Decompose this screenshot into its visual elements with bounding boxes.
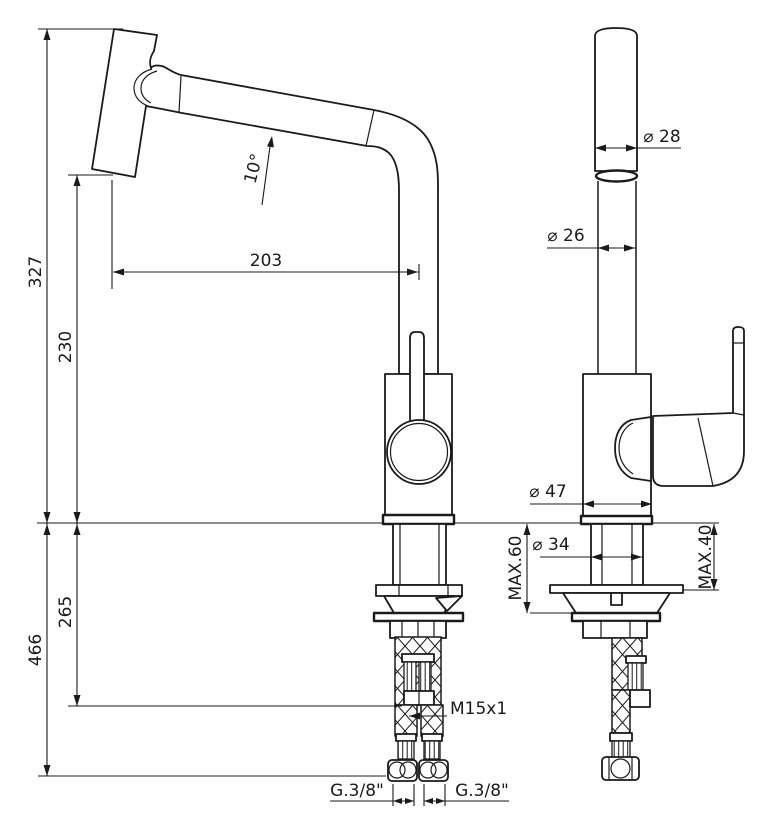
- supply-nut-right: [418, 759, 449, 782]
- ferrule-collar-front: [609, 732, 633, 742]
- supply-hose-right-braid: [420, 704, 444, 737]
- horseshoe-washer-front: [570, 611, 662, 623]
- shank-side: [392, 523, 447, 586]
- hose-connector-block-front: [629, 689, 651, 708]
- locknut-facets-side: [401, 621, 435, 638]
- braided-hose-front-lower: [611, 689, 631, 734]
- base-plate-side: [381, 513, 456, 526]
- handle-parting-line: [697, 417, 714, 487]
- dim-reach: 203: [250, 251, 282, 271]
- shank-inner-lines-side: [399, 524, 440, 585]
- supply-nut-left: [387, 759, 418, 782]
- dim-spout-angle: 10°: [241, 152, 268, 186]
- dim-supply-thread-right: G.3/8": [455, 781, 509, 801]
- nut-ball-2: [399, 761, 417, 779]
- handle-boss-echo-arc: [618, 422, 634, 475]
- nut-ball-4: [430, 761, 448, 779]
- dim-max-counter-right: MAX.40: [696, 525, 716, 590]
- horseshoe-washer-side: [372, 611, 465, 623]
- body-joint-circle-outer: [386, 419, 452, 485]
- ferrule-right: [423, 740, 441, 760]
- mounting-flange-front: [549, 584, 684, 594]
- locknut-facets-front: [600, 621, 631, 638]
- hose-collar: [401, 653, 435, 663]
- nut-ball-1: [388, 761, 406, 779]
- handle-grip-joint-line: [732, 412, 745, 416]
- flange-division-lines-side: [398, 585, 449, 596]
- ferrule-collar-left: [395, 733, 417, 742]
- hose-fitting-right: [418, 661, 432, 692]
- ferrule-left: [397, 740, 415, 760]
- flange-notch-front: [610, 592, 623, 606]
- dimension-labels: 327 230 466 265 203 10° M15x1 G.3/8" G.3…: [26, 127, 716, 801]
- spray-cone-echo-arc: [133, 68, 153, 107]
- ferrule-collar-right: [421, 733, 443, 742]
- dim-max-counter-left: MAX.60: [506, 536, 526, 601]
- base-plate-front: [579, 514, 654, 526]
- supply-hose-left-braid: [394, 704, 418, 737]
- supply-nut-ball-front: [610, 758, 631, 779]
- hose-fitting-left: [403, 661, 417, 692]
- hose-fitting-front: [627, 662, 644, 691]
- dim-spout-diameter: ⌀ 26: [547, 226, 584, 246]
- flange-wedge-side: [435, 595, 463, 612]
- dim-under-counter-total: 466: [26, 634, 46, 666]
- nut-ball-3: [419, 761, 437, 779]
- dim-hose-length: 265: [56, 596, 76, 628]
- dim-head-diameter: ⌀ 28: [643, 127, 680, 147]
- aerator-ring: [594, 169, 639, 183]
- handle-front: [652, 326, 745, 487]
- mounting-flange-side: [375, 584, 463, 597]
- spray-head-joint-line: [178, 75, 182, 113]
- front-view: [549, 27, 745, 781]
- dim-supply-thread-left: G.3/8": [330, 781, 384, 801]
- dim-overall-height: 327: [26, 256, 46, 288]
- spout-bend-joint-line: [365, 109, 375, 147]
- dim-hose-thread: M15x1: [450, 699, 507, 719]
- dim-body-diameter: ⌀ 47: [529, 482, 566, 502]
- supply-nut-facets-front: [608, 757, 633, 780]
- supply-nut-front: [601, 756, 640, 781]
- spray-head-and-spout-outline: [91, 28, 439, 375]
- dim-shank-diameter: ⌀ 34: [532, 535, 569, 555]
- spray-head-front: [594, 27, 638, 172]
- side-view: [91, 28, 465, 782]
- dim-outlet-height: 230: [56, 331, 76, 363]
- dimension-arrows: [43, 29, 718, 804]
- locknut-front: [582, 620, 648, 639]
- body-joint-circle-inner: [389, 422, 449, 482]
- shank-front: [590, 523, 644, 586]
- hose-collar-front: [625, 655, 647, 664]
- spray-cone-echo-arc-2: [140, 70, 158, 104]
- spout-column-front: [597, 181, 637, 374]
